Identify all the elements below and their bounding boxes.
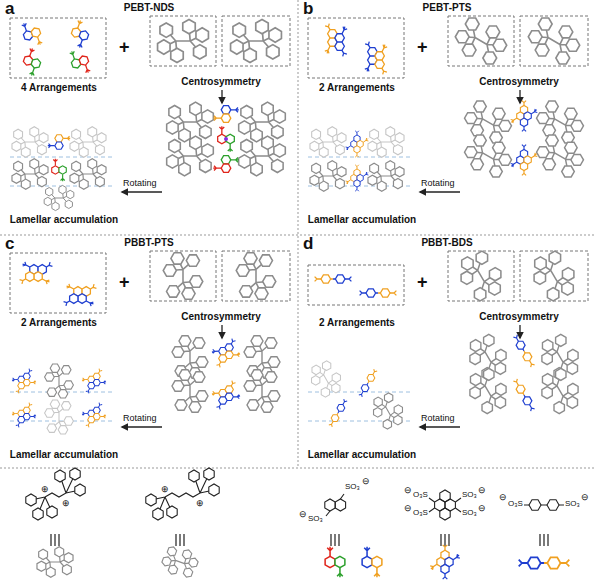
chem-label: ⊖	[404, 486, 412, 495]
chem-label: O₃S	[413, 491, 428, 499]
panel-title: PBBT-BDS	[421, 237, 472, 249]
group-caption: Centrosymmetry	[479, 311, 558, 323]
group-caption: Centrosymmetry	[479, 76, 558, 88]
group-caption: 2 Arrangements	[21, 317, 97, 329]
lamellar-group: Lamellar accumulation	[302, 363, 422, 463]
panel-a-art	[10, 16, 290, 211]
plus-sign: +	[417, 273, 428, 291]
panel-c-art	[8, 251, 290, 434]
chem-label: ⊕	[41, 485, 49, 494]
group-caption: 2 Arrangements	[319, 82, 395, 94]
chem-label: SO₃	[462, 491, 477, 499]
panel: a PEBT-NDS 4 Arrangements CentrosymmetryLam…	[0, 0, 298, 234]
chem-label: ⊕	[62, 499, 70, 508]
arrow-label: Rotating	[421, 414, 455, 423]
panel-letter: c	[5, 235, 14, 253]
group-caption: Centrosymmetry	[181, 76, 260, 88]
panel-letter: a	[5, 0, 14, 18]
group-caption: 2 Arrangements	[319, 317, 395, 329]
chem-label: SO₃	[308, 515, 323, 523]
panel: c PBBT-PTS 2 Arrangements CentrosymmetryLam…	[0, 235, 298, 469]
chem-label: SO₃	[345, 483, 360, 491]
chem-label: ⊖	[478, 504, 486, 513]
group-caption: 4 Arrangements	[21, 82, 97, 94]
panel-dividers	[0, 0, 596, 468]
equivalence-symbols	[51, 534, 548, 546]
chem-label: ⊖	[404, 504, 412, 513]
chem-label: ⊖	[478, 486, 486, 495]
chemical-structures	[26, 468, 564, 520]
arrow-label: Rotating	[123, 179, 157, 188]
chem-label: SO₃	[565, 500, 580, 508]
group-caption: Lamellar accumulation	[308, 449, 416, 461]
chem-label: ⊕	[161, 485, 169, 494]
lamellar-group: Lamellar accumulation	[4, 128, 124, 228]
panel: d PBBT-BDS 2 Arrangements CentrosymmetryLam…	[298, 235, 596, 469]
chem-label: O₃S	[413, 509, 428, 517]
chem-label: ⊖	[499, 493, 507, 502]
chem-label: ⊕	[196, 499, 204, 508]
panel-b-art	[308, 11, 589, 192]
centrosymmetry-group: Centrosymmetry	[148, 14, 294, 90]
group-caption: Lamellar accumulation	[10, 214, 118, 226]
plus-sign: +	[417, 38, 428, 56]
panel-title: PEBT-NDS	[124, 2, 175, 14]
group-caption: Lamellar accumulation	[308, 214, 416, 226]
chem-label: ⊖	[581, 493, 589, 502]
group-caption: Lamellar accumulation	[10, 449, 118, 461]
panel-d-art	[305, 246, 588, 433]
plus-sign: +	[119, 273, 130, 291]
centrosymmetry-group: Centrosymmetry	[148, 249, 294, 325]
chem-label: O₃S	[508, 500, 523, 508]
plus-sign: +	[119, 38, 130, 56]
arrangement-group: 4 Arrangements	[4, 16, 114, 96]
panel-title: PBBT-PTS	[124, 237, 173, 249]
panel-title: PEBT-PTS	[423, 2, 472, 14]
centrosymmetry-group: Centrosymmetry	[446, 14, 592, 90]
arrow-label: Rotating	[421, 179, 455, 188]
arrangement-group: 2 Arrangements	[302, 251, 412, 331]
group-caption: Centrosymmetry	[181, 311, 260, 323]
stick-models	[37, 543, 569, 581]
panel-letter: b	[303, 0, 313, 18]
chem-label: ⊖	[299, 510, 307, 519]
chem-label: ⊖	[362, 477, 370, 486]
lamellar-group: Lamellar accumulation	[4, 363, 124, 463]
centrosymmetry-group: Centrosymmetry	[446, 249, 592, 325]
lamellar-group: Lamellar accumulation	[302, 128, 422, 228]
panel-letter: d	[303, 235, 313, 253]
chem-label: SO₃	[462, 509, 477, 517]
panel: b PEBT-PTS 2 Arrangements CentrosymmetryLam…	[298, 0, 596, 234]
arrangement-group: 2 Arrangements	[4, 251, 114, 331]
arrow-label: Rotating	[123, 414, 157, 423]
arrangement-group: 2 Arrangements	[302, 16, 412, 96]
